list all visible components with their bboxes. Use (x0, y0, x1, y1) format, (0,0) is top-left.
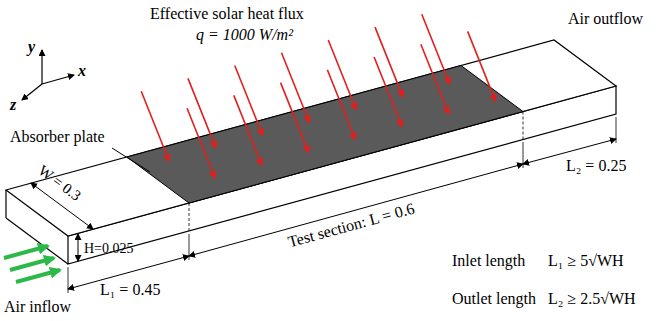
dimension: H=0.025 (84, 241, 134, 256)
solar-ray (234, 95, 262, 165)
solar-ray (141, 91, 169, 161)
solar-ray (187, 108, 215, 178)
formula: L₂ ≥ 2.5√WH (548, 290, 636, 308)
axis-label: x (78, 62, 86, 80)
formula: L₁ ≥ 5√WH (548, 252, 624, 270)
dimension: L₂ = 0.25 (566, 157, 626, 175)
note: Inlet length (452, 252, 525, 270)
axis-label: y (28, 38, 35, 56)
solar-ray (421, 44, 449, 114)
solar-ray (422, 14, 450, 84)
solar-ray (188, 78, 216, 148)
axis-label: z (10, 96, 16, 114)
flux-title: Effective solar heat flux (150, 5, 304, 23)
note: Outlet length (452, 290, 536, 308)
solar-ray (327, 70, 355, 140)
part-name: Absorber plate (10, 128, 105, 146)
inflow-label: Air inflow (4, 298, 71, 316)
dimension: Test section: L = 0.6 (286, 200, 416, 251)
solar-ray (235, 66, 263, 136)
flux-value: q = 1000 W/m² (196, 26, 293, 44)
solar-ray (282, 53, 310, 123)
outflow-label: Air outflow (568, 10, 643, 28)
dimension: L₁ = 0.45 (100, 281, 160, 299)
solar-ray (375, 27, 403, 97)
solar-ray (468, 31, 496, 101)
solar-ray (281, 83, 309, 153)
solar-ray (374, 57, 402, 127)
solar-ray (328, 40, 356, 110)
